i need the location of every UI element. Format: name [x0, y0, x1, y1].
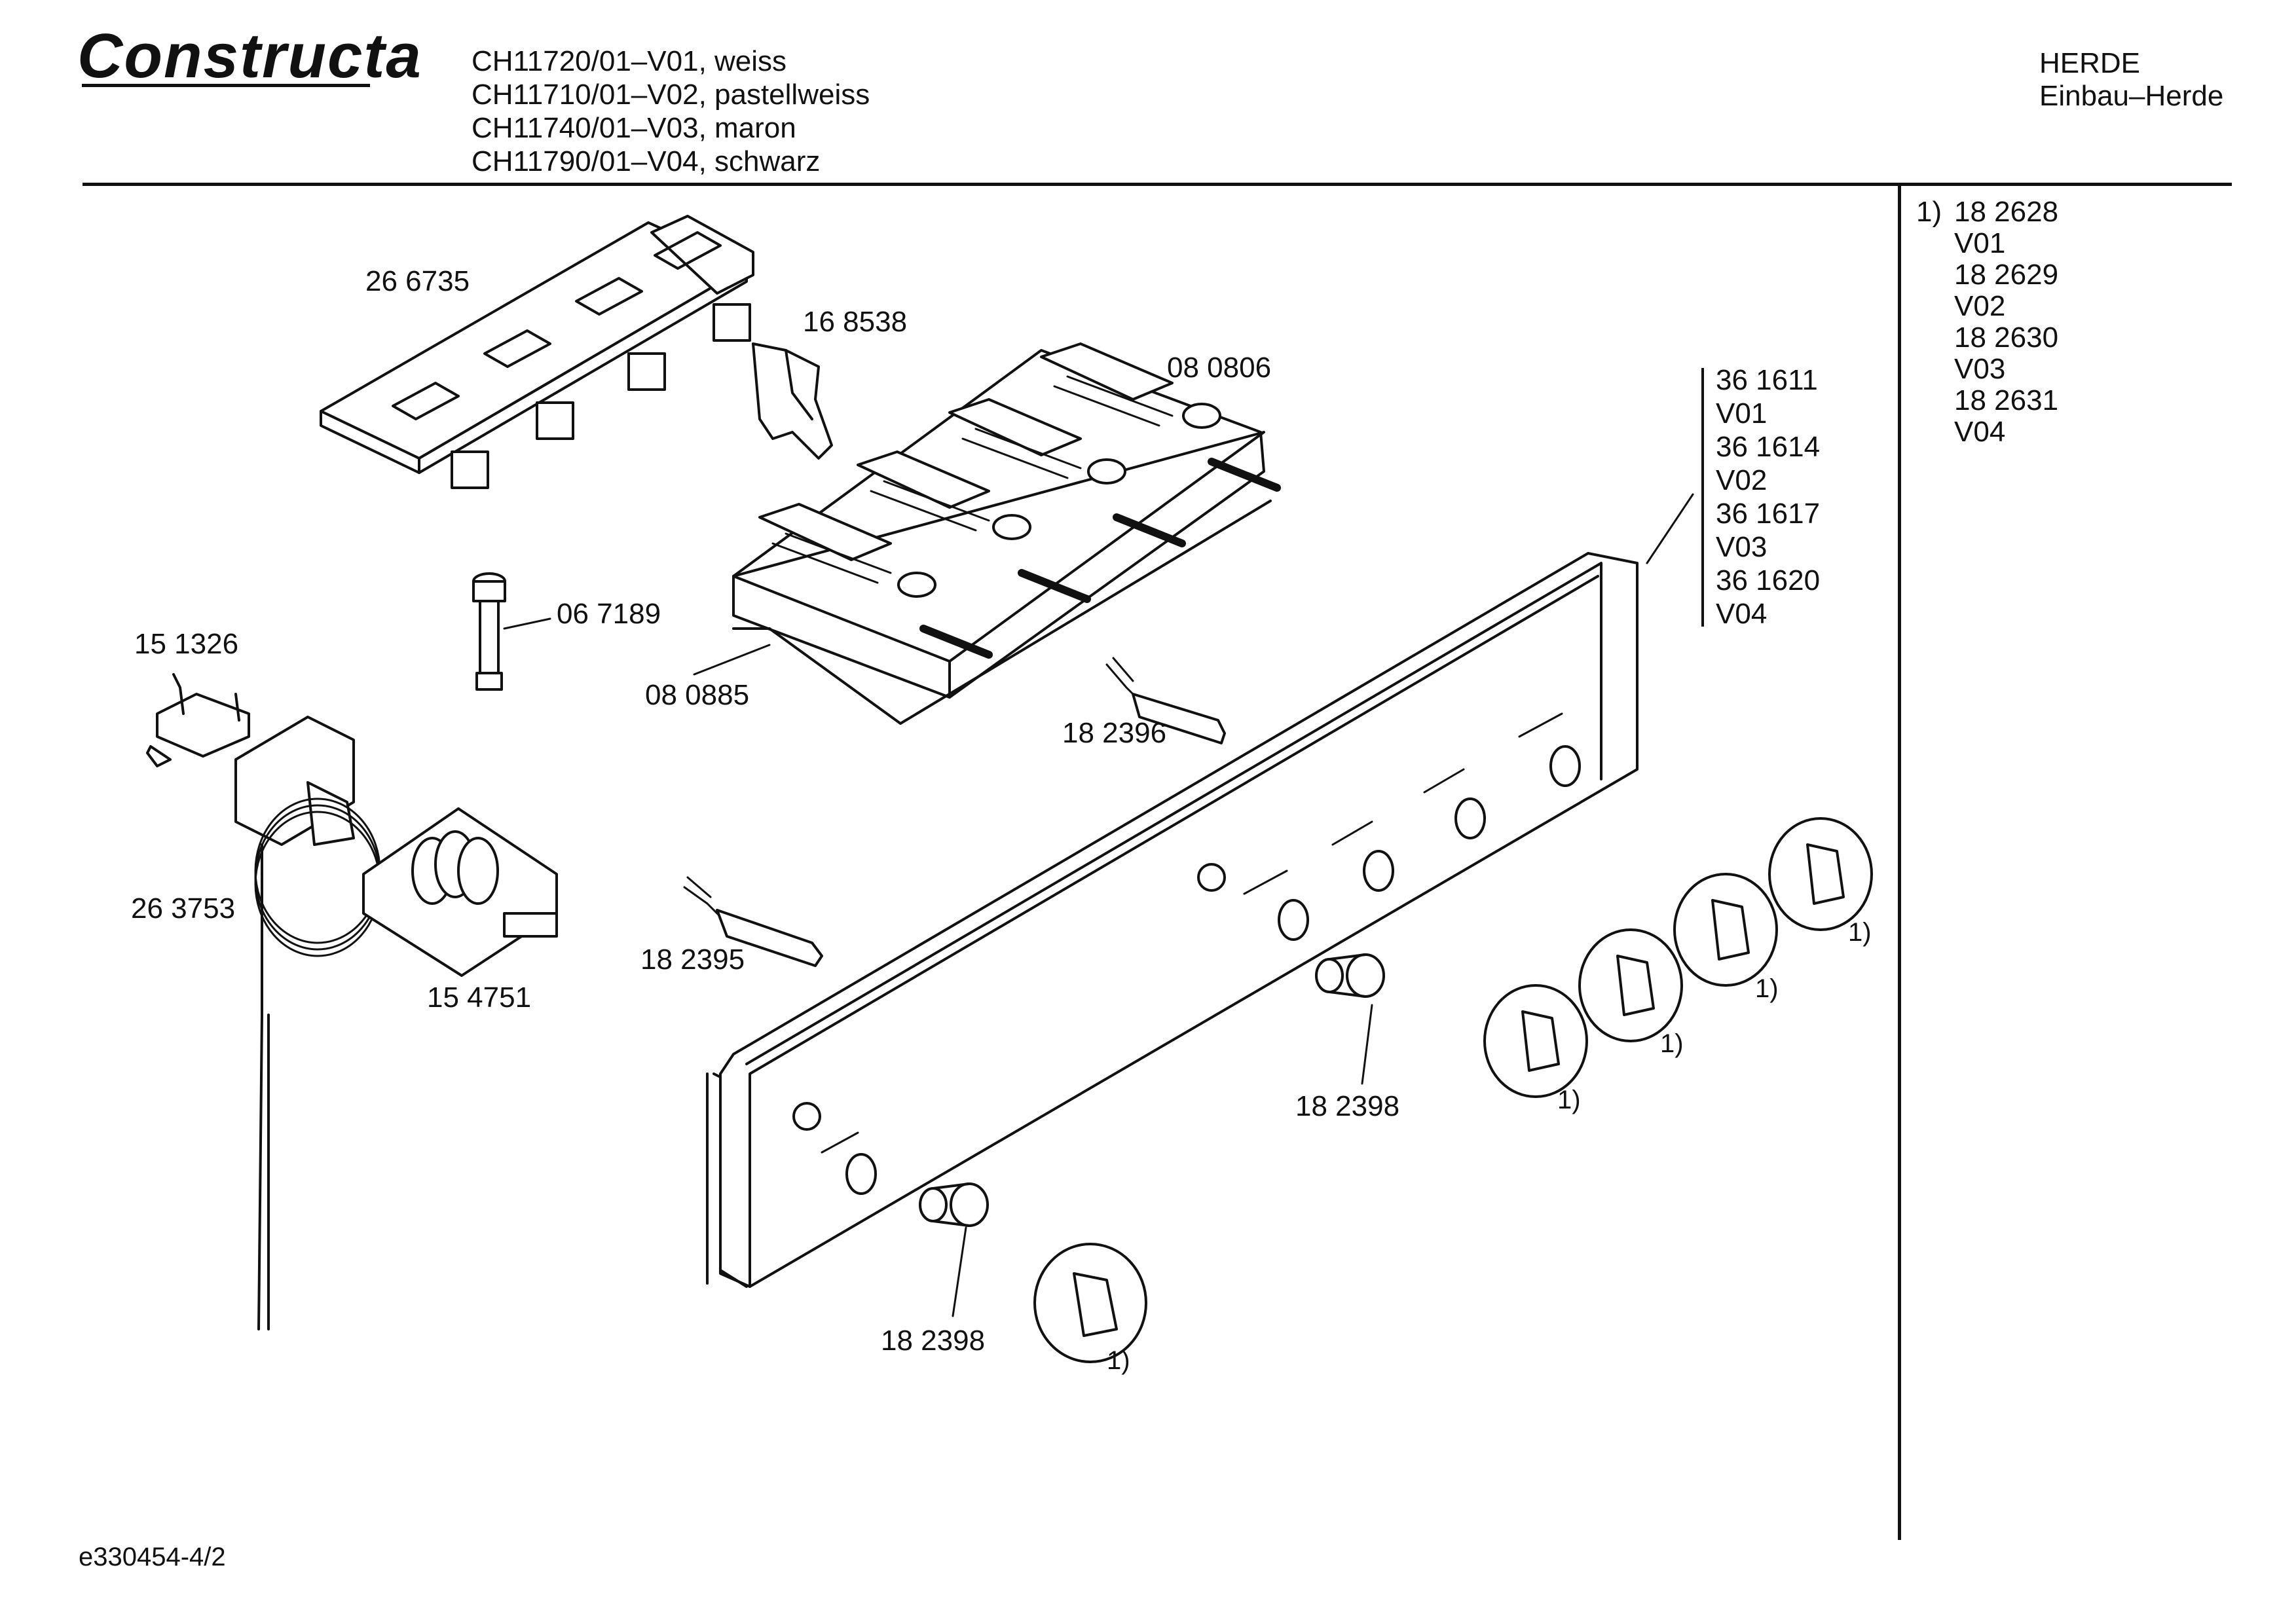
model-line-4: CH11790/01–V04, schwarz [472, 145, 821, 177]
control-panel-part [706, 552, 1639, 1288]
panel-variant: V02 [1716, 464, 1768, 496]
panel-variant-bracket [1701, 368, 1704, 627]
footnote-marker: 1) [1916, 196, 1942, 228]
brand-logo: Constructa [77, 21, 422, 91]
model-line-1: CH11720/01–V01, weiss [472, 45, 787, 77]
model-line-3: CH11740/01–V03, maron [472, 112, 796, 144]
brand-logo-underline [82, 84, 370, 87]
knob-5 [1768, 817, 1873, 931]
footnote-variant: V01 [1954, 227, 2006, 259]
part-label-insulation-plate: 08 0885 [645, 679, 750, 711]
part-label-switch-block: 08 0806 [1167, 352, 1272, 384]
part-label-indicator-lamp-left: 18 2395 [640, 943, 745, 976]
knob-2 [1483, 984, 1588, 1098]
knob-3 [1578, 928, 1683, 1042]
panel-variant-list: 36 1611 V01 36 1614 V02 36 1617 V03 36 1… [1716, 363, 1820, 631]
appliance-category: HERDE Einbau–Herde [2039, 47, 2223, 113]
lens-right-part [1315, 953, 1385, 998]
lens-left-part [919, 1182, 989, 1227]
insulation-plate-part [732, 500, 1272, 725]
part-label-selector-switch: 15 4751 [427, 981, 532, 1014]
bracket-part [146, 673, 250, 767]
holder-part [320, 215, 754, 489]
category-subtitle: Einbau–Herde [2039, 80, 2224, 112]
footnote-variant: V02 [1954, 290, 2006, 322]
thermostat-part [234, 716, 381, 1330]
knob-1 [1033, 1243, 1147, 1363]
part-label-bracket: 15 1326 [134, 628, 239, 660]
model-line-2: CH11710/01–V02, pastellweiss [472, 79, 870, 111]
header-rule [83, 183, 2232, 186]
drawing-reference-code: e330454-4/2 [79, 1543, 226, 1571]
fuse-part [472, 572, 506, 691]
knob-footnote-marker: 1) [1557, 1086, 1581, 1114]
knob-footnote-marker: 1) [1107, 1346, 1130, 1375]
footnote-variant: V04 [1954, 416, 2006, 448]
part-label-thermostat: 26 3753 [131, 892, 236, 925]
indicator-lamp-left-part [683, 876, 823, 967]
leader-lines [503, 493, 1694, 1317]
part-label-indicator-lamp-right: 18 2396 [1062, 717, 1167, 749]
footnote-divider [1898, 185, 1901, 1540]
panel-part: 36 1611 [1716, 364, 1818, 396]
part-label-lens-right: 18 2398 [1295, 1090, 1400, 1122]
panel-variant: V01 [1716, 397, 1768, 430]
panel-variant: V03 [1716, 531, 1768, 563]
category-title: HERDE [2039, 47, 2141, 79]
panel-part: 36 1620 [1716, 564, 1821, 596]
footnote-row: 1) 18 2628 [1916, 196, 2058, 228]
knob-4 [1673, 873, 1778, 987]
footnote-part: 18 2630 [1954, 321, 2059, 354]
knob-footnote-marker: 1) [1848, 918, 1872, 947]
panel-part: 36 1614 [1716, 431, 1821, 463]
footnote-list: 1) 18 2628 V01 18 2629 V02 18 2630 V03 18… [1916, 196, 2058, 448]
part-label-clip: 16 8538 [803, 306, 908, 338]
model-list: CH11720/01–V01, weiss CH11710/01–V02, pa… [472, 45, 870, 178]
part-label-holder: 26 6735 [365, 265, 470, 297]
footnote-part: 18 2631 [1954, 384, 2059, 416]
clip-part [752, 342, 833, 460]
knob-footnote-marker: 1) [1755, 974, 1779, 1003]
panel-part: 36 1617 [1716, 498, 1821, 530]
selector-switch-part [362, 807, 558, 977]
footnote-part: 18 2628 [1954, 196, 2059, 228]
switch-block-part [732, 342, 1281, 699]
knob-footnote-marker: 1) [1660, 1029, 1684, 1058]
footnote-variant: V03 [1954, 353, 2006, 385]
footnote-part: 18 2629 [1954, 259, 2059, 291]
panel-variant: V04 [1716, 598, 1768, 630]
part-label-lens-left: 18 2398 [881, 1325, 986, 1357]
indicator-lamp-right-part [1105, 657, 1226, 744]
part-label-fuse: 06 7189 [557, 598, 661, 630]
